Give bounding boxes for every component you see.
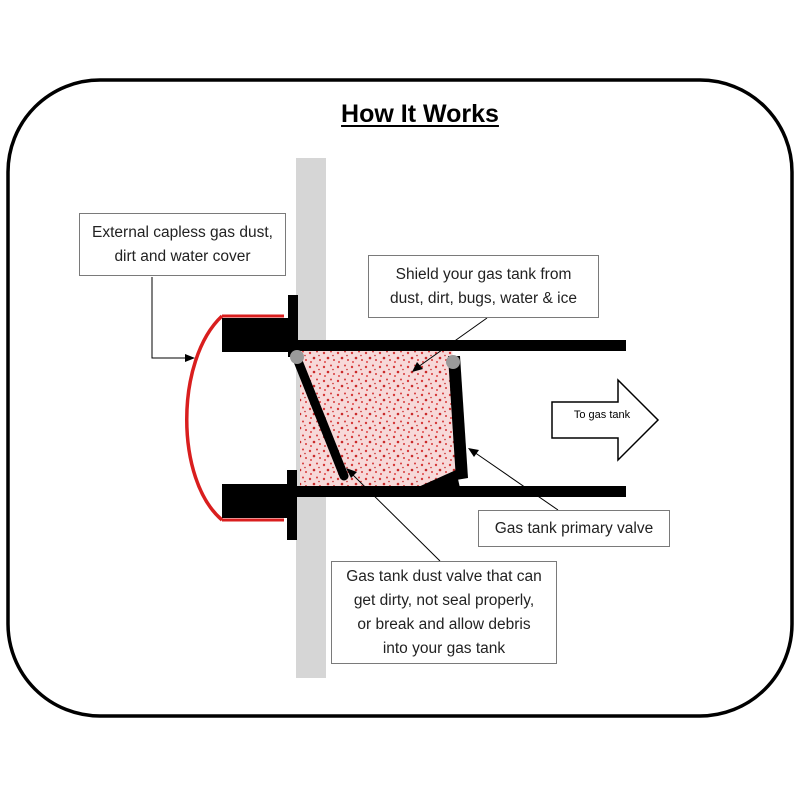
to-gas-tank-label: To gas tank — [573, 409, 631, 421]
cover-housing-top — [222, 318, 294, 352]
debris-chamber — [300, 348, 462, 488]
callout-shield-tank: Shield your gas tank from dust, dirt, bu… — [368, 255, 599, 318]
capless-cover — [185, 314, 224, 522]
page-title: How It Works — [341, 100, 499, 128]
callout-line: Gas tank dust valve that can — [346, 567, 542, 585]
leader-primary — [473, 451, 559, 511]
to-gas-tank-arrow — [551, 378, 660, 462]
callout-line: or break and allow debris — [357, 615, 531, 633]
primary-valve-hinge — [446, 355, 460, 369]
leader-primary-arrowhead — [468, 448, 479, 457]
callout-line: dust, dirt, bugs, water & ice — [390, 289, 577, 307]
filler-neck-bottom — [296, 486, 626, 497]
callout-line: Shield your gas tank from — [395, 265, 572, 283]
leader-cover — [151, 277, 188, 359]
callout-line: Gas tank primary valve — [494, 519, 654, 537]
leader-cover-arrowhead — [185, 354, 195, 362]
valve-seat — [416, 470, 460, 488]
primary-valve-flap — [448, 356, 468, 480]
leader-dust — [351, 473, 441, 562]
dust-valve-flap — [291, 351, 349, 481]
callout-capless-cover: External capless gas dust, dirt and wate… — [79, 213, 286, 276]
callout-line: External capless gas dust, — [92, 223, 273, 241]
callout-primary-valve: Gas tank primary valve — [478, 510, 670, 547]
callout-dust-valve: Gas tank dust valve that can get dirty, … — [331, 561, 557, 664]
leader-shield-arrowhead — [412, 362, 423, 372]
cover-housing-bottom — [222, 484, 294, 518]
filler-neck-top — [296, 340, 626, 351]
leader-shield — [417, 317, 488, 368]
outer-border — [6, 78, 794, 718]
callout-line: dirt and water cover — [114, 247, 251, 265]
flange-bottom — [287, 470, 297, 540]
callout-line: into your gas tank — [382, 639, 506, 657]
flange-top — [288, 295, 298, 357]
callout-line: get dirty, not seal properly, — [353, 591, 535, 609]
leader-dust-arrowhead — [346, 468, 357, 478]
dust-valve-hinge — [290, 350, 304, 364]
